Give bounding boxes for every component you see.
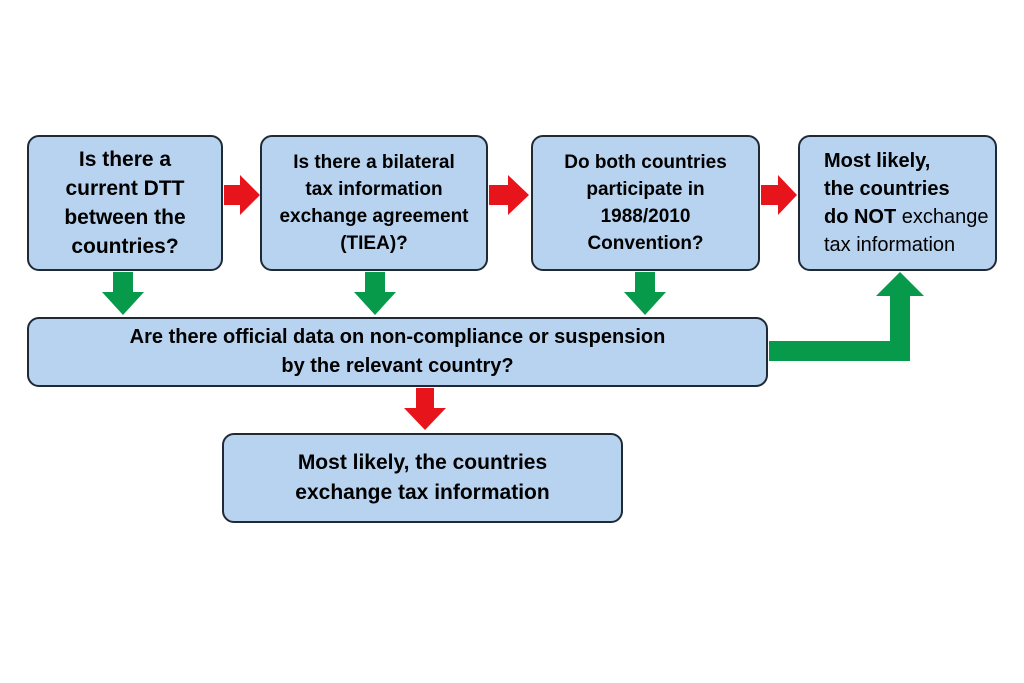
node-text-line: Do both countries [564,152,727,173]
node-text-line: tax information [824,234,956,256]
node-noncompliance-question: Are there official data on non-complianc… [27,317,768,387]
node-text-plain: exchange [901,206,989,228]
node-text-line: do NOT exchange [824,203,989,231]
node-text-line: exchange agreement [279,206,469,227]
arrow-noncompliance-to-no-exchange [769,272,924,361]
node-text-line: Convention? [587,233,704,254]
node-no-exchange-result: Most likely, the countries do NOT exchan… [798,135,997,271]
node-text-line: Is there a [78,148,172,171]
arrow-dtt-to-noncompliance [102,272,144,315]
node-text-line: 1988/2010 [600,206,691,227]
node-convention-text: Do both countries participate in 1988/20… [564,149,727,257]
node-text-line: tax information [305,179,443,200]
node-text-line: current DTT [65,177,185,200]
node-convention-question: Do both countries participate in 1988/20… [531,135,760,271]
arrow-noncompliance-to-exchange [404,388,446,430]
node-text-line: countries? [71,235,179,258]
arrow-convention-to-noncompliance [624,272,666,315]
node-text-line: between the [64,206,186,229]
node-text-line: Most likely, the countries [297,451,548,474]
node-exchange-result: Most likely, the countries exchange tax … [222,433,623,523]
arrow-convention-to-no-exchange [761,175,797,215]
arrow-dtt-to-tiea [224,175,260,215]
node-text-line: the countries [824,178,950,200]
node-text-line: exchange tax information [295,481,550,504]
node-tiea-text: Is there a bilateral tax information exc… [279,149,468,257]
node-dtt-text: Is there a current DTT between the count… [64,145,185,261]
node-noncompliance-text: Are there official data on non-complianc… [130,323,666,381]
node-text-line: participate in [586,179,705,200]
node-text-line: Are there official data on non-complianc… [129,326,666,348]
node-no-exchange-text: Most likely, the countries do NOT exchan… [824,147,989,259]
node-text-line: by the relevant country? [281,355,514,377]
node-text-line: (TIEA)? [340,233,408,254]
node-text-line: Is there a bilateral [293,152,455,173]
arrow-tiea-to-noncompliance [354,272,396,315]
node-dtt-question: Is there a current DTT between the count… [27,135,223,271]
node-tiea-question: Is there a bilateral tax information exc… [260,135,488,271]
arrow-tiea-to-convention [489,175,529,215]
not-emphasis: do NOT [824,206,897,228]
node-text-line: Most likely, [824,150,931,172]
node-exchange-text: Most likely, the countries exchange tax … [295,448,549,508]
